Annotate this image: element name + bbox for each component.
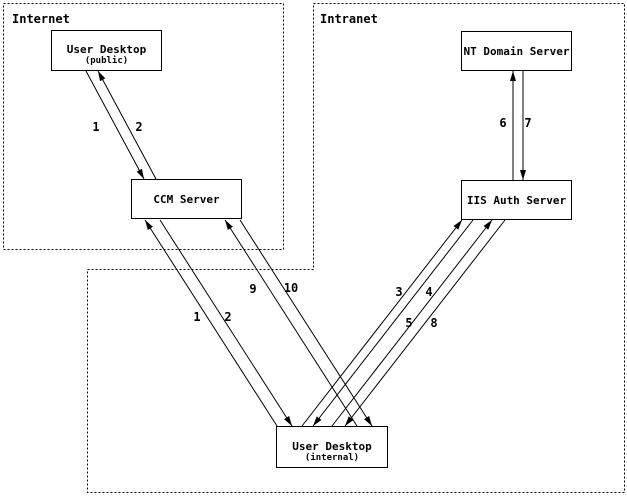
node-label: IIS Auth Server	[466, 193, 567, 207]
node-label: User Desktop	[66, 43, 147, 56]
node-iis-auth-server: IIS Auth Server	[461, 180, 572, 220]
node-label: NT Domain Server	[463, 44, 570, 58]
arrow-step2-ccm-to-public-desktop	[97, 70, 157, 180]
region-intranet-outline	[87, 3, 625, 493]
arrow-step9-internal-desktop-to-ccm	[224, 219, 358, 427]
step-label-7: 7	[524, 116, 532, 130]
region-internet-outline	[3, 3, 284, 250]
node-ccm-server: CCM Server	[131, 179, 242, 219]
node-user-desktop-public: User Desktop (public)	[51, 30, 162, 71]
arrow-step10-ccm-to-internal-desktop	[239, 219, 373, 427]
node-label: User Desktop	[292, 439, 372, 453]
arrow-step2-ccm-to-internal-desktop	[159, 219, 293, 427]
step-label-1-internal: 1	[193, 310, 201, 324]
arrow-step4-iis-to-internal-desktop	[312, 219, 474, 427]
region-internet-label: Internet	[12, 12, 70, 26]
step-label-10: 10	[283, 281, 299, 295]
step-label-2-internal: 2	[224, 310, 232, 324]
step-label-2-public: 2	[135, 120, 143, 134]
arrow-step3-internal-desktop-to-iis	[301, 219, 463, 427]
step-label-6: 6	[499, 116, 507, 130]
node-nt-domain-server: NT Domain Server	[461, 31, 572, 71]
step-label-9: 9	[249, 282, 257, 296]
node-user-desktop-internal: User Desktop (internal)	[276, 426, 388, 468]
node-sublabel: (internal)	[304, 452, 360, 463]
arrow-step5-internal-desktop-to-iis	[331, 219, 493, 427]
arrow-step8-iis-to-internal-desktop	[344, 219, 506, 427]
region-intranet-label: Intranet	[320, 12, 378, 26]
node-sublabel: (public)	[84, 56, 129, 66]
connections	[85, 70, 526, 427]
step-label-8: 8	[430, 316, 438, 330]
arrow-step1-public-desktop-to-ccm	[85, 70, 145, 180]
step-label-1-public: 1	[92, 120, 100, 134]
step-label-5: 5	[405, 316, 413, 330]
step-label-4: 4	[425, 285, 433, 299]
node-label: CCM Server	[153, 192, 220, 206]
step-label-3: 3	[395, 285, 403, 299]
arrow-step1-internal-desktop-to-ccm	[144, 219, 278, 427]
